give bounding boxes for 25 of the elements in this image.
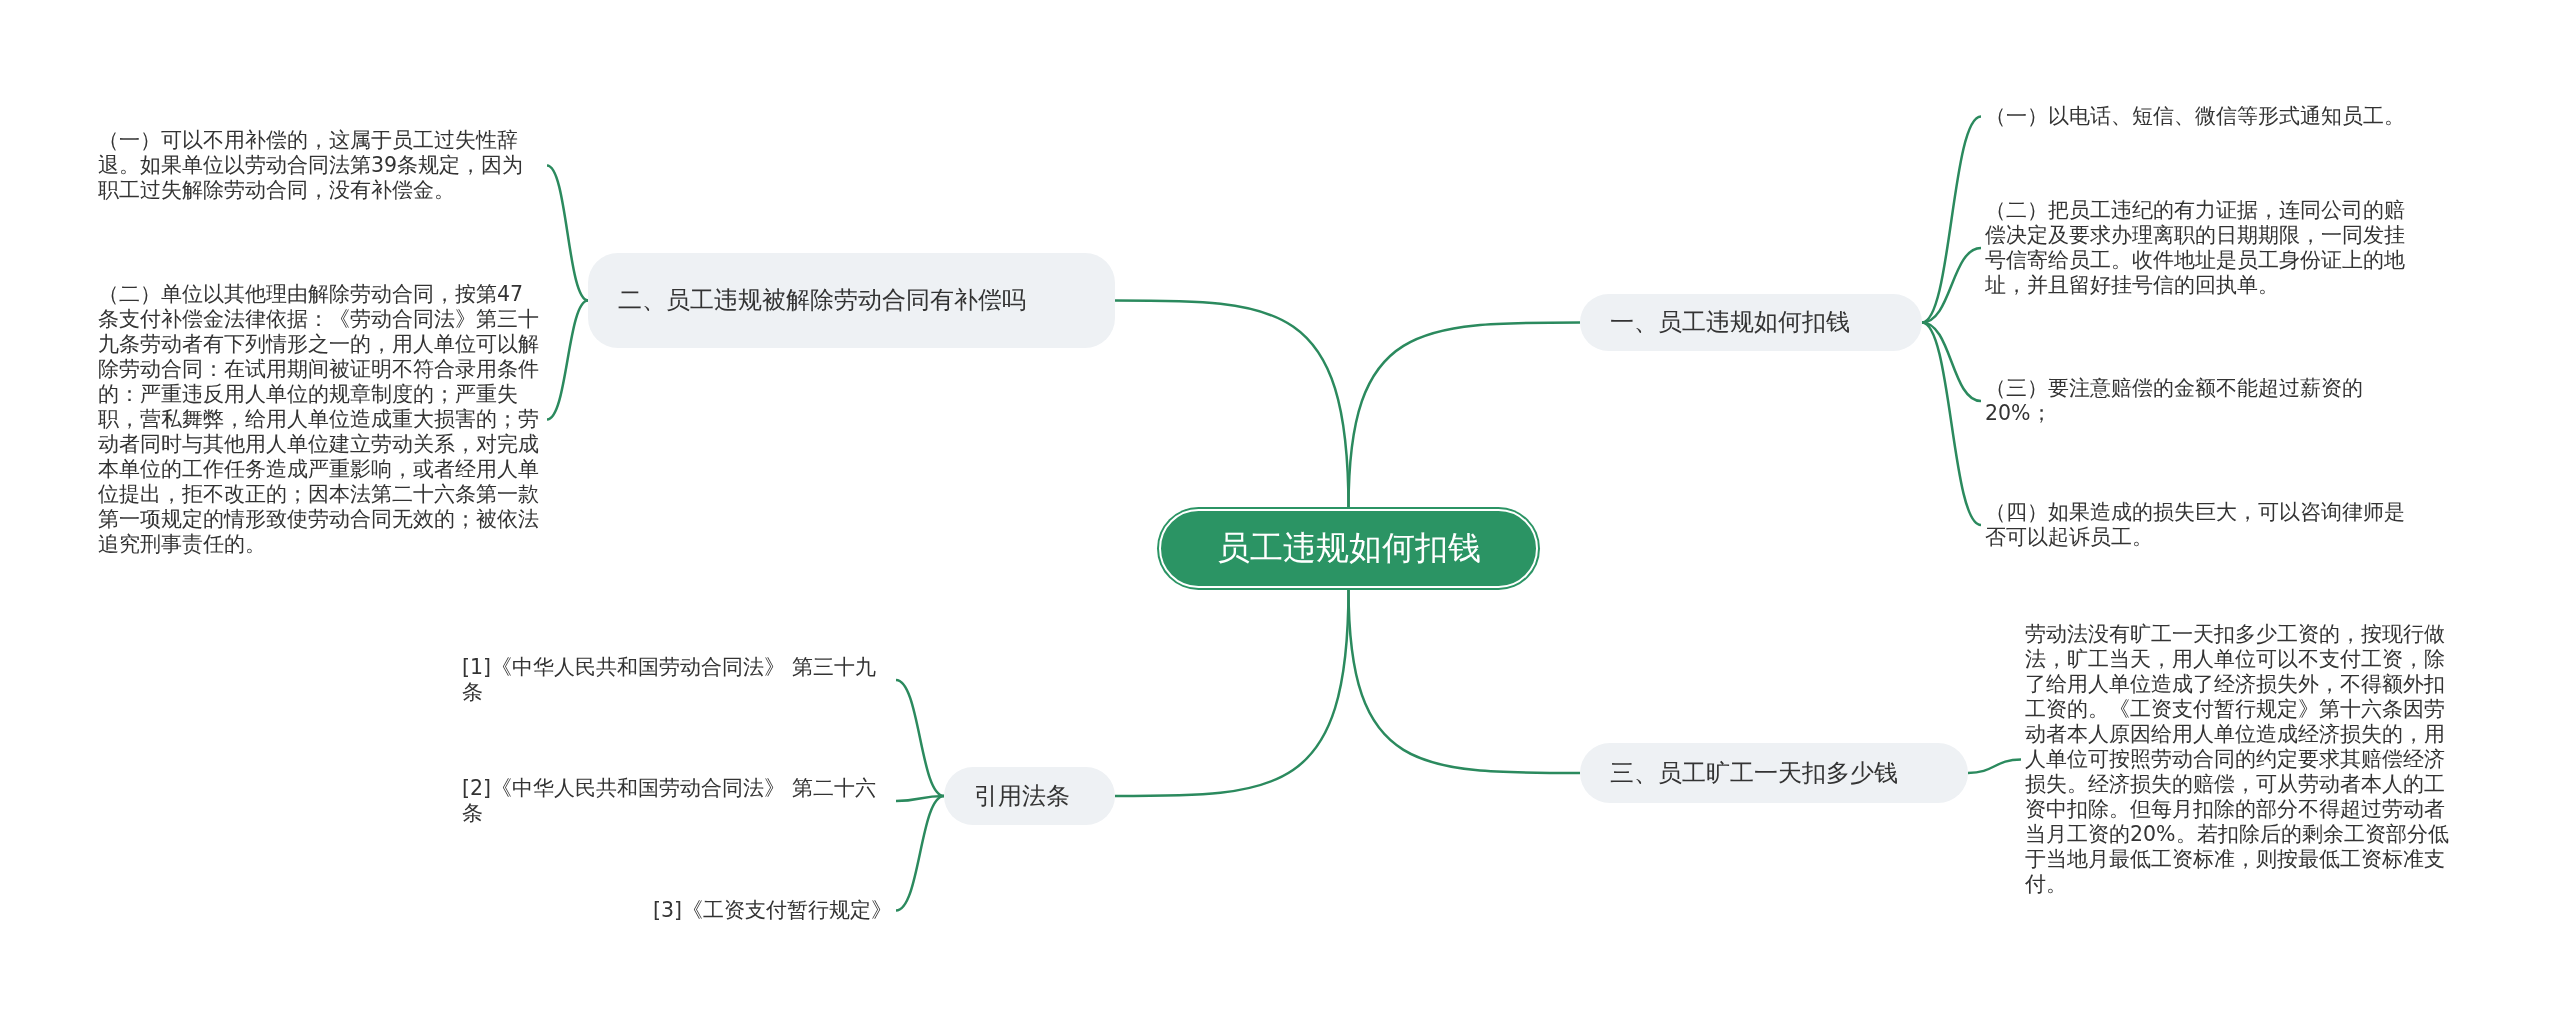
topic-pill: 引用法条 [944, 767, 1115, 825]
connector-line [895, 794, 945, 912]
connector-line [1921, 321, 1982, 527]
connector-line [546, 164, 589, 302]
connector-line [1115, 299, 1350, 510]
note-text: （一）以电话、短信、微信等形式通知员工。 [1985, 104, 2425, 129]
connector-line [1115, 587, 1350, 798]
topic-pill: 一、员工违规如何扣钱 [1580, 294, 1922, 351]
topic-pill: 三、员工旷工一天扣多少钱 [1580, 743, 1968, 803]
connector-line [546, 299, 589, 421]
note-text: [3]《工资支付暂行规定》 [600, 898, 892, 923]
note-text: [1]《中华人民共和国劳动合同法》 第三十九条 [462, 655, 892, 705]
note-text: （四）如果造成的损失巨大，可以咨询律师是否可以起诉员工。 [1985, 500, 2425, 550]
note-text: （二）单位以其他理由解除劳动合同，按第47条支付补偿金法律依据：《劳动合同法》第三十九条劳动者有下列情形之一的，用人单位可以解除劳动合同：在试用期间被证明不符合录用条件的：严重违反用人单位的规章制度的；严重失职，营私舞弊，给用人单位造成重大损害的；劳动者同时与其他用人单位建立劳动关系，对完成本单位的工作任务造成严重影响，或者经用人单位提出，拒不改正的；因本法第二十六条第一款第一项规定的情形致使劳动合同无效的；被依法追究刑事责任的。 [98, 282, 543, 557]
note-text: （一）可以不用补偿的，这属于员工过失性辞退。如果单位以劳动合同法第39条规定，因为职工过失解除劳动合同，没有补偿金。 [98, 128, 543, 203]
note-text: [2]《中华人民共和国劳动合同法》 第二十六条 [462, 776, 892, 826]
connector-line [1921, 321, 1982, 403]
note-text: （二）把员工违纪的有力证据，连同公司的赔偿决定及要求办理离职的日期期限，一同发挂号信寄给员工。收件地址是员工身份证上的地址，并且留好挂号信的回执单。 [1985, 198, 2425, 298]
connector-line [895, 678, 945, 798]
note-text: 劳动法没有旷工一天扣多少工资的，按现行做法，旷工当天，用人单位可以不支付工资，除了给用人单位造成了经济损失外，不得额外扣工资的。《工资支付暂行规定》第十六条因劳动者本人原因给用人单位造成经济损失的，用人单位可按照劳动合同的约定要求其赔偿经济损失。经济损失的赔偿，可从劳动者本人的工资中扣除。但每月扣除的部分不得超过劳动者当月工资的20%。若扣除后的剩余工资部分低于当地月最低工资标准，则按最低工资标准支付。 [2025, 622, 2465, 897]
note-text: （三）要注意赔偿的金额不能超过薪资的20%； [1985, 376, 2425, 426]
connector-line [1967, 758, 2022, 775]
topic-pill: 二、员工违规被解除劳动合同有补偿吗 [588, 253, 1115, 348]
connector-line [1921, 246, 1982, 324]
central-topic: 员工违规如何扣钱 [1159, 509, 1538, 588]
